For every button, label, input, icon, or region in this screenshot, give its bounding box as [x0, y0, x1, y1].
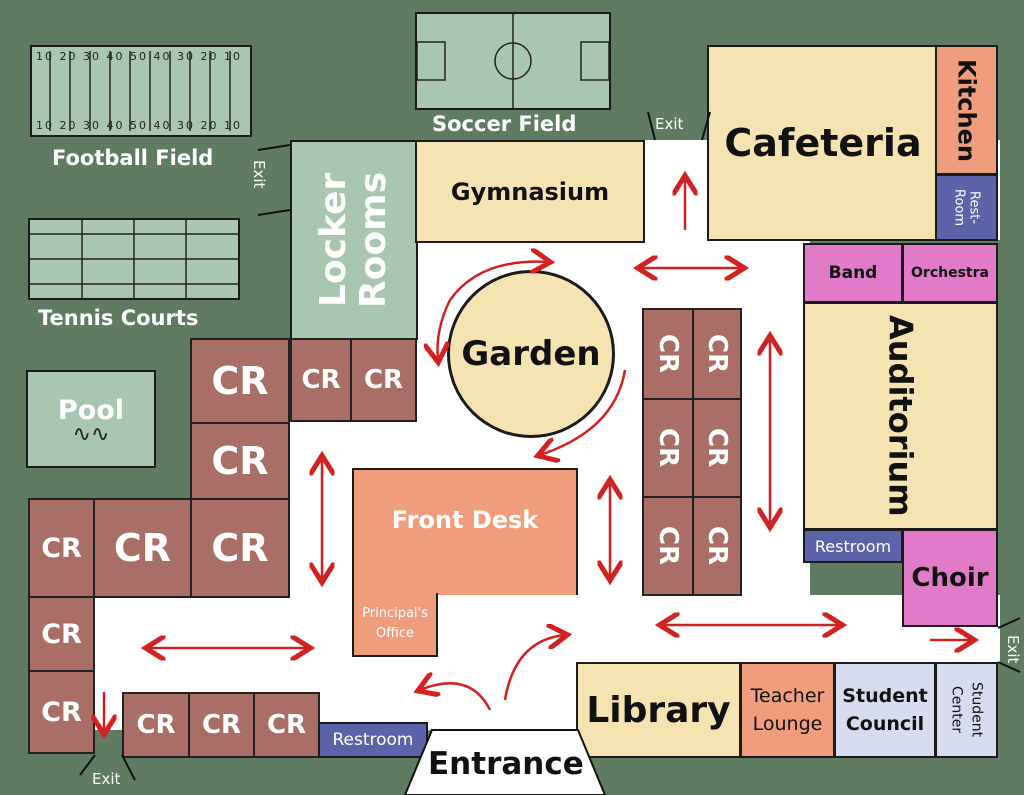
band-label: Band — [828, 263, 878, 283]
auditorium-label: Auditorium — [881, 315, 920, 517]
cafeteria-label: Cafeteria — [724, 121, 922, 165]
classroom: CR — [253, 692, 320, 758]
student-center: Student Center — [935, 662, 998, 758]
classroom: CR — [190, 338, 290, 424]
cafeteria: Cafeteria — [707, 45, 939, 241]
restroom-auditorium-label: Restroom — [814, 536, 892, 556]
gymnasium-label: Gymnasium — [450, 177, 610, 206]
classroom: CR — [28, 498, 95, 598]
restroom-auditorium: Restroom — [803, 529, 903, 563]
locker-rooms: Locker Rooms — [290, 140, 418, 340]
football-field: 10 20 30 40 50 40 30 20 10 10 20 30 40 5… — [30, 45, 252, 137]
tennis-lines — [30, 220, 238, 298]
soccer-field — [415, 12, 611, 110]
restroom-kitchen-label: Rest-Room — [951, 188, 982, 227]
exit-right[interactable]: Exit — [1004, 635, 1022, 664]
entrance-label: Entrance — [428, 746, 584, 782]
choir-label: Choir — [911, 563, 989, 593]
library-label: Library — [586, 689, 731, 731]
classroom: CR — [642, 398, 694, 498]
classroom: CR — [290, 338, 352, 422]
auditorium: Auditorium — [803, 302, 998, 530]
exit-left[interactable]: Exit — [250, 160, 268, 189]
orchestra-room: Orchestra — [902, 243, 998, 303]
kitchen: Kitchen — [935, 45, 998, 175]
wave-icon: ∿∿ — [72, 421, 110, 447]
classroom: CR — [692, 496, 742, 596]
pool-label: Pool — [57, 394, 125, 426]
football-field-label: Football Field — [52, 146, 214, 170]
student-council-label: Student Council — [842, 685, 928, 735]
football-lines — [49, 51, 231, 131]
garden-label: Garden — [461, 334, 601, 374]
classroom: CR — [692, 398, 742, 498]
classroom: CR — [93, 498, 192, 598]
classroom: CR — [122, 692, 190, 758]
student-council: Student Council — [834, 662, 936, 758]
classroom: CR — [188, 692, 255, 758]
football-yard-numbers-top: 10 20 30 40 50 40 30 20 10 — [36, 50, 242, 63]
teacher-lounge-label: Teacher Lounge — [750, 685, 825, 735]
front-desk-label: Front Desk — [391, 506, 539, 534]
classroom: CR — [642, 308, 694, 400]
tennis-courts-label: Tennis Courts — [38, 306, 199, 330]
principals-office: Principal's Office — [352, 593, 438, 657]
classroom: CR — [642, 496, 694, 596]
locker-rooms-label: Locker Rooms — [313, 171, 394, 309]
classroom: CR — [28, 670, 95, 754]
teacher-lounge: Teacher Lounge — [740, 662, 835, 758]
gymnasium: Gymnasium — [415, 140, 645, 243]
student-center-label: Student Center — [948, 682, 985, 738]
entrance-shape — [403, 729, 607, 795]
classroom: CR — [350, 338, 417, 422]
restroom-bottom: Restroom — [318, 722, 428, 758]
pool: Pool ∿∿ — [26, 370, 156, 468]
exit-bottom-left[interactable]: Exit — [92, 770, 121, 788]
choir-room: Choir — [902, 529, 998, 627]
hallway-floor — [740, 240, 810, 540]
front-desk: Front Desk — [352, 468, 578, 595]
restroom-kitchen: Rest-Room — [935, 174, 998, 241]
soccer-field-label: Soccer Field — [432, 112, 577, 136]
restroom-bottom-label: Restroom — [332, 730, 414, 750]
classroom: CR — [190, 422, 290, 500]
kitchen-label: Kitchen — [952, 58, 981, 162]
entrance[interactable]: Entrance — [400, 724, 610, 795]
band-room: Band — [803, 243, 903, 303]
soccer-lines — [417, 14, 609, 108]
library: Library — [576, 662, 741, 758]
football-yard-numbers-bottom: 10 20 30 40 50 40 30 20 10 — [36, 119, 242, 132]
classroom: CR — [28, 596, 95, 672]
classroom: CR — [692, 308, 742, 400]
exit-top[interactable]: Exit — [655, 115, 684, 133]
tennis-courts — [28, 218, 240, 300]
classroom: CR — [190, 498, 290, 598]
garden: Garden — [447, 270, 615, 438]
principals-office-label: Principal's Office — [362, 606, 428, 641]
orchestra-label: Orchestra — [911, 265, 989, 281]
